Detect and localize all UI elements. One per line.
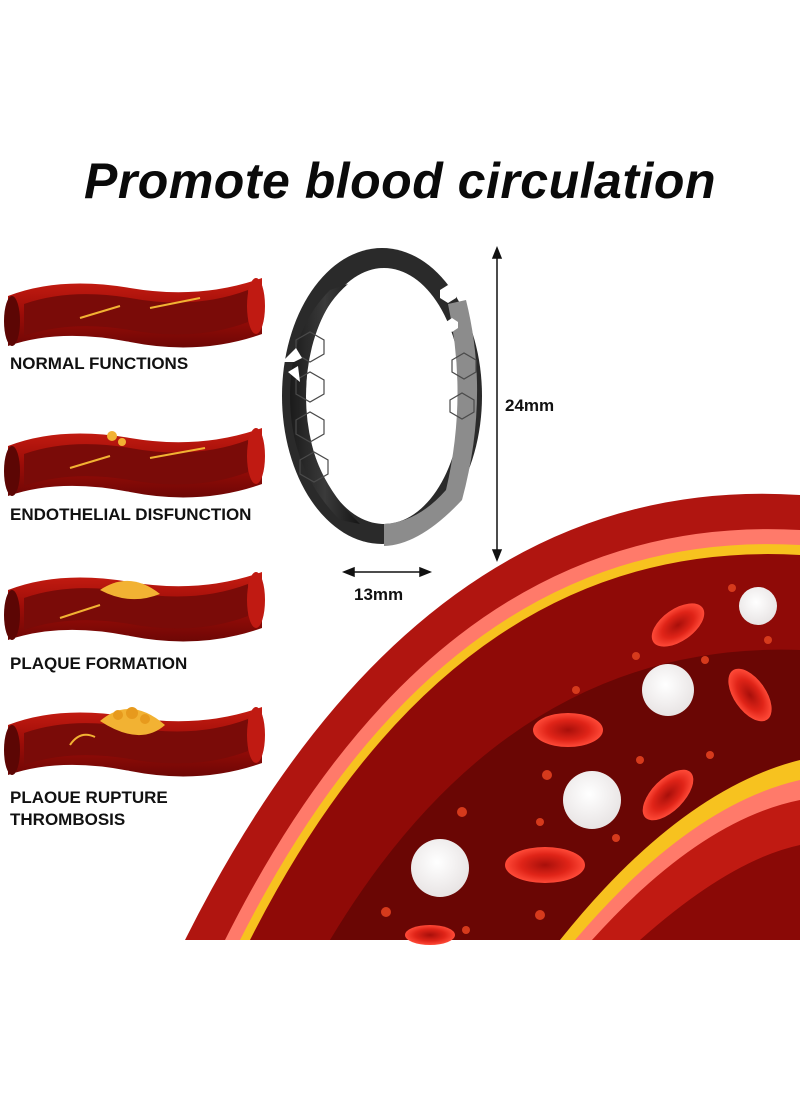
white-blood-cell: [411, 839, 469, 897]
red-blood-cell: [651, 603, 705, 647]
stage-label-normal: NORMAL FUNCTIONS: [10, 354, 189, 373]
stage-label-rupture-line2: THROMBOSIS: [10, 810, 126, 829]
vessel-plaque: [4, 572, 265, 642]
stage-label-endothelial: ENDOTHELIAL DISFUNCTION: [10, 505, 252, 524]
vessel-normal: [4, 278, 265, 348]
red-blood-cell: [405, 925, 455, 945]
white-blood-cell: [739, 587, 777, 625]
vessel-endothelial: [4, 428, 265, 498]
bracelet: [282, 248, 482, 546]
stage-label-rupture: PLAOUE RUPTURE THROMBOSIS: [10, 787, 168, 831]
red-blood-cell: [642, 769, 694, 821]
height-label: 24mm: [505, 396, 555, 415]
large-vessel: [185, 493, 800, 945]
red-blood-cell: [728, 668, 772, 722]
red-blood-cell: [533, 713, 603, 747]
height-dimension-arrow: [491, 245, 503, 563]
red-blood-cell: [505, 847, 585, 883]
white-blood-cell: [563, 771, 621, 829]
stage-label-rupture-line1: PLAOUE RUPTURE: [10, 788, 168, 807]
white-blood-cell: [642, 664, 694, 716]
width-label: 13mm: [354, 585, 404, 604]
stage-label-plaque: PLAQUE FORMATION: [10, 654, 188, 673]
vessel-rupture: [4, 707, 265, 777]
width-dimension-arrow: [341, 566, 433, 578]
page-title: Promote blood circulation: [84, 153, 716, 209]
